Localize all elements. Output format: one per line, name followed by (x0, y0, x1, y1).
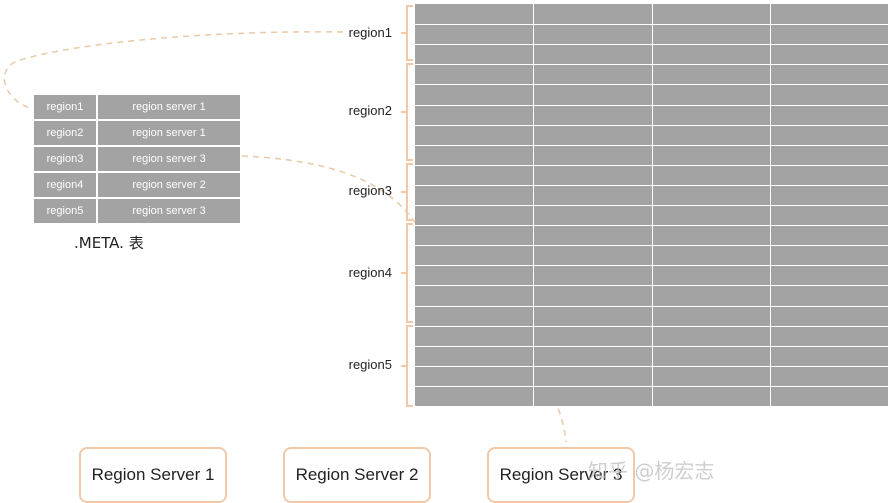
region-label: region3 (348, 183, 392, 198)
meta-region-cell: region5 (32, 197, 98, 225)
grid-row-line (415, 165, 888, 166)
region-label: region4 (348, 265, 392, 280)
meta-region-cell: region3 (32, 145, 98, 173)
meta-region-cell: region1 (32, 93, 98, 121)
meta-server-cell: region server 3 (96, 145, 242, 173)
region-bracket (401, 63, 413, 161)
table-row: region2 region server 1 (32, 119, 242, 147)
grid-row-line (415, 285, 888, 286)
grid-row-line (415, 225, 888, 226)
region-bracket (401, 223, 413, 323)
table-row: region4 region server 2 (32, 171, 242, 199)
grid-row-line (415, 145, 888, 146)
grid-row-line (415, 245, 888, 246)
grid-row-line (415, 105, 888, 106)
grid-row-line (415, 386, 888, 387)
region-server-box: Region Server 2 (283, 447, 431, 503)
grid-row-line (415, 24, 888, 25)
grid-column-line (770, 4, 771, 406)
grid-row-line (415, 346, 888, 347)
grid-column-line (652, 4, 653, 406)
meta-server-cell: region server 3 (96, 197, 242, 225)
region-label: region2 (348, 103, 392, 118)
meta-table-title: .META. 表 (74, 234, 144, 252)
region-label: region1 (348, 25, 392, 40)
meta-table: region1 region server 1 region2 region s… (32, 93, 242, 225)
region-bracket (401, 163, 413, 221)
connector-meta-to-region1 (3, 31, 344, 109)
table-row: region1 region server 1 (32, 93, 242, 121)
region-label: region5 (348, 357, 392, 372)
grid-row-line (415, 84, 888, 85)
grid-row-line (415, 366, 888, 367)
meta-server-cell: region server 2 (96, 171, 242, 199)
region-bracket (401, 325, 413, 407)
watermark: 知乎 @杨宏志 (588, 459, 715, 483)
grid-row-line (415, 326, 888, 327)
grid-row-line (415, 185, 888, 186)
hbase-table-grid (415, 4, 888, 406)
grid-row-line (415, 265, 888, 266)
meta-server-cell: region server 1 (96, 93, 242, 121)
meta-region-cell: region2 (32, 119, 98, 147)
grid-column-line (533, 4, 534, 406)
region-bracket (401, 5, 413, 61)
grid-row-line (415, 205, 888, 206)
region-server-box: Region Server 1 (79, 447, 227, 503)
region-brackets (401, 5, 413, 407)
grid-row-line (415, 44, 888, 45)
grid-row-line (415, 306, 888, 307)
table-row: region3 region server 3 (32, 145, 242, 173)
meta-server-cell: region server 1 (96, 119, 242, 147)
table-row: region5 region server 3 (32, 197, 242, 225)
grid-row-line (415, 125, 888, 126)
grid-row-line (415, 64, 888, 65)
meta-region-cell: region4 (32, 171, 98, 199)
